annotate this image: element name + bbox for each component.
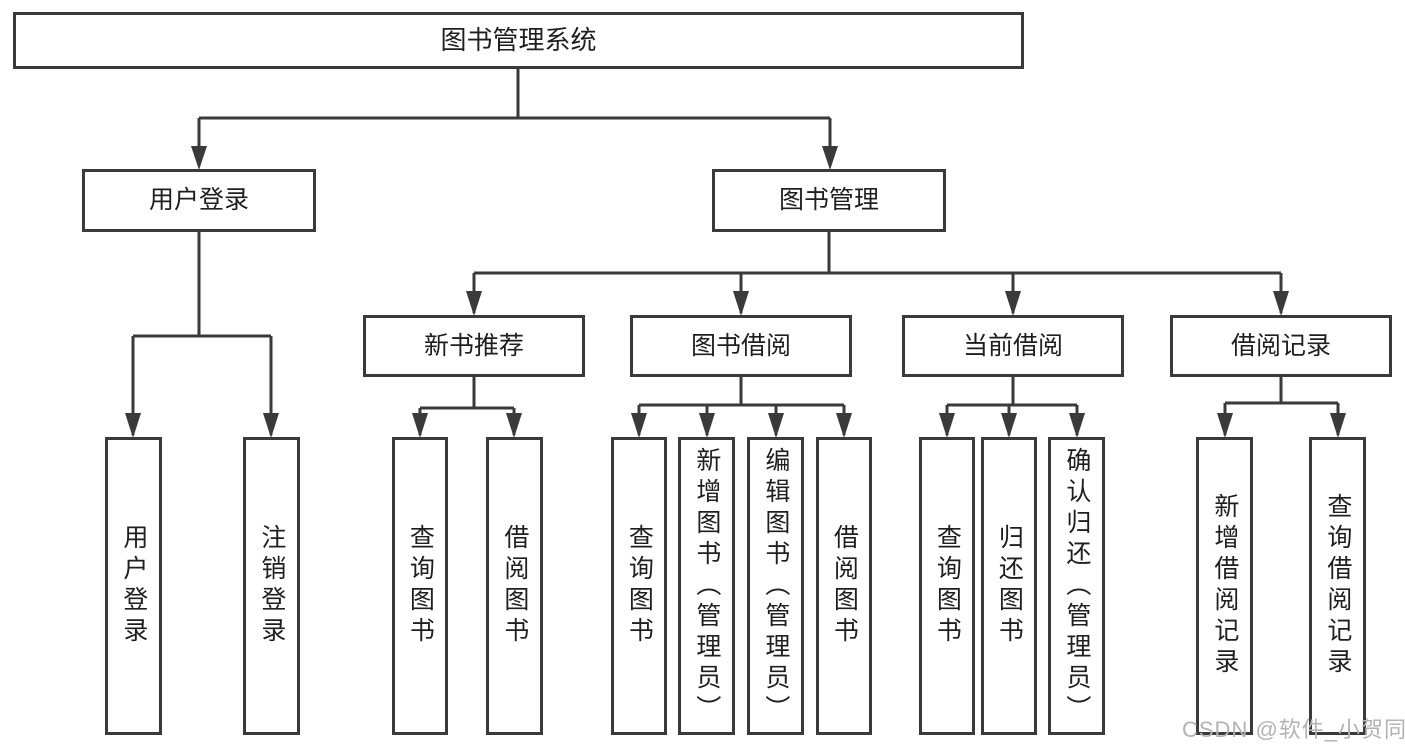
arrowheads bbox=[125, 146, 1346, 438]
node-current-borrowing: 当前借阅 bbox=[902, 315, 1124, 377]
leaf-logout: 注销登录 bbox=[243, 437, 300, 735]
node-book-management: 图书管理 bbox=[712, 169, 946, 232]
node-library-management-system: 图书管理系统 bbox=[13, 12, 1024, 69]
leaf-confirm-return-admin: 确认归还（管理员） bbox=[1048, 437, 1105, 735]
node-user-login: 用户登录 bbox=[82, 169, 316, 232]
csdn-watermark: CSDN @软件_小贺同学 bbox=[1182, 717, 1405, 742]
leaf-query-books-borrowing: 查询图书 bbox=[611, 437, 667, 735]
leaf-borrow-books-borrowing: 借阅图书 bbox=[816, 437, 872, 735]
leaf-query-books-recommend: 查询图书 bbox=[392, 437, 448, 735]
leaf-add-books-admin: 新增图书（管理员） bbox=[678, 437, 735, 735]
leaf-borrow-books-recommend: 借阅图书 bbox=[486, 437, 543, 735]
leaf-user-login: 用户登录 bbox=[105, 437, 162, 735]
node-new-book-recommend: 新书推荐 bbox=[363, 315, 585, 377]
leaf-query-borrow-record: 查询借阅记录 bbox=[1309, 437, 1366, 735]
leaf-add-borrow-record: 新增借阅记录 bbox=[1196, 437, 1253, 735]
leaf-return-books: 归还图书 bbox=[981, 437, 1037, 735]
leaf-edit-books-admin: 编辑图书（管理员） bbox=[747, 437, 804, 735]
node-borrowing-records: 借阅记录 bbox=[1170, 315, 1392, 377]
node-book-borrowing: 图书借阅 bbox=[630, 315, 852, 377]
leaf-query-books-current: 查询图书 bbox=[919, 437, 975, 735]
